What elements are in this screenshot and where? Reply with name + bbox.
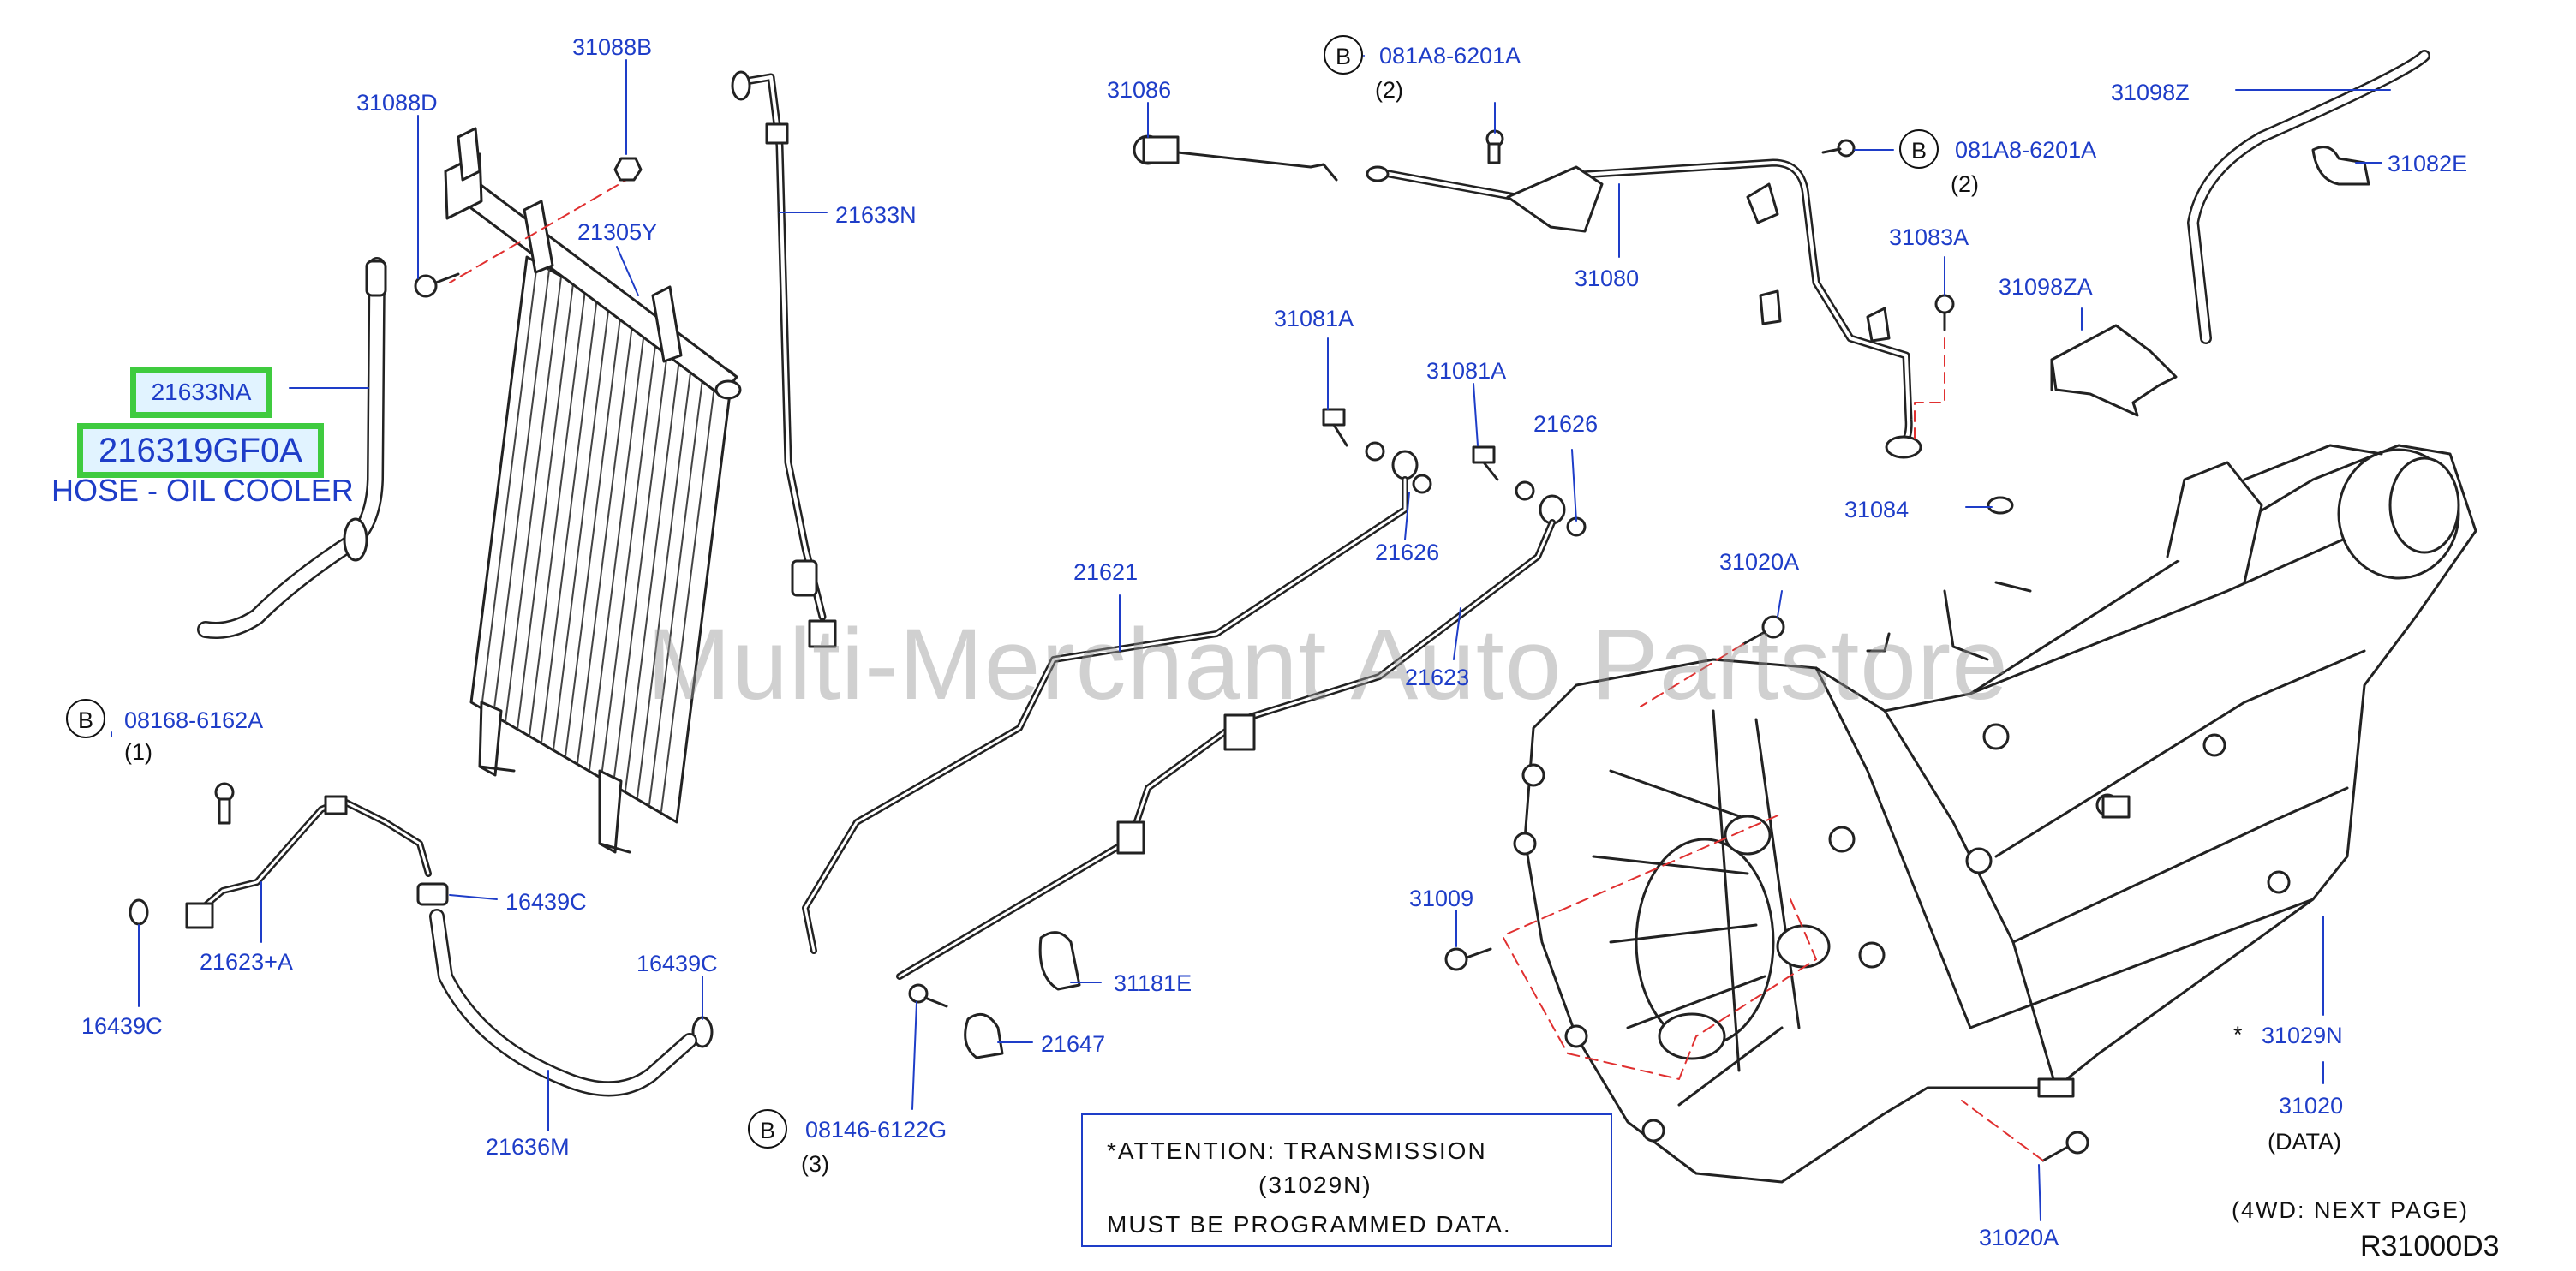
next-page-note: (4WD: NEXT PAGE)	[2232, 1197, 2470, 1223]
circle-b-marker: B	[1899, 129, 1939, 169]
quantity-label-top: (2)	[1375, 77, 1403, 103]
part-label-21305y[interactable]: 21305Y	[577, 219, 658, 245]
part-label-31081a[interactable]: 31081A	[1274, 306, 1354, 331]
part-label-081a8-6201a-right[interactable]: 081A8-6201A	[1955, 137, 2097, 163]
part-label-16439c[interactable]: 16439C	[505, 889, 587, 915]
part-label-31020a-bottom[interactable]: 31020A	[1979, 1225, 2059, 1250]
transmission-drawing	[1513, 444, 2477, 1184]
quantity-label-1: (1)	[124, 739, 152, 765]
attention-star: *	[2233, 1022, 2243, 1047]
highlighted-part-number[interactable]: 216319GF0A	[77, 423, 324, 478]
part-label-21626[interactable]: 21626	[1375, 540, 1440, 565]
oil-cooler-drawing	[444, 127, 742, 854]
part-label-081a8-6201a-top[interactable]: 081A8-6201A	[1379, 43, 1521, 69]
part-label-21647[interactable]: 21647	[1041, 1031, 1106, 1057]
part-label-31086[interactable]: 31086	[1107, 77, 1172, 103]
part-label-21626[interactable]: 21626	[1533, 411, 1599, 437]
part-label-21633n[interactable]: 21633N	[835, 202, 917, 228]
part-label-31084[interactable]: 31084	[1844, 497, 1910, 522]
quantity-label-3: (3)	[801, 1151, 829, 1177]
oil-cooler-hose-drawing	[197, 257, 387, 639]
part-label-21621[interactable]: 21621	[1073, 559, 1139, 585]
part-label-31029n[interactable]: 31029N	[2262, 1023, 2343, 1048]
part-label-31098z[interactable]: 31098Z	[2111, 80, 2190, 105]
part-label-21623[interactable]: 21623	[1405, 665, 1470, 690]
part-label-16439c[interactable]: 16439C	[637, 951, 718, 976]
part-label-31181e[interactable]: 31181E	[1114, 970, 1192, 996]
part-label-31083a[interactable]: 31083A	[1889, 224, 1969, 250]
part-label-31098za[interactable]: 31098ZA	[1999, 274, 2093, 300]
part-label-21636m[interactable]: 21636M	[486, 1134, 570, 1160]
highlighted-part-code[interactable]: 21633NA	[130, 367, 272, 418]
part-label-31020a-top[interactable]: 31020A	[1719, 549, 1800, 575]
part-description: HOSE - OIL COOLER	[51, 473, 354, 508]
part-label-16439c[interactable]: 16439C	[81, 1013, 163, 1039]
circle-b-marker: B	[748, 1109, 787, 1149]
part-label-08168-6162a[interactable]: 08168-6162A	[124, 707, 264, 733]
attention-box: *ATTENTION: TRANSMISSION (31029N) MUST B…	[1081, 1113, 1612, 1247]
part-label-31080[interactable]: 31080	[1575, 266, 1640, 291]
part-label-31020[interactable]: 31020	[2279, 1093, 2344, 1119]
part-label-31082e[interactable]: 31082E	[2388, 151, 2468, 176]
circle-b-marker: B	[66, 699, 105, 738]
part-label-21623-a[interactable]: 21623+A	[200, 949, 293, 975]
part-label-08146-6122g[interactable]: 08146-6122G	[805, 1117, 947, 1143]
attention-line-2: (31029N)	[1258, 1172, 1372, 1198]
data-note: (DATA)	[2268, 1129, 2341, 1155]
watermark: Multi-Merchant Auto Partstore	[647, 608, 2009, 721]
part-label-31081a[interactable]: 31081A	[1426, 358, 1507, 384]
attention-line-1: *ATTENTION: TRANSMISSION	[1107, 1137, 1487, 1164]
part-label-31088b[interactable]: 31088B	[572, 34, 653, 60]
part-label-31009[interactable]: 31009	[1409, 886, 1474, 911]
quantity-label-right: (2)	[1951, 171, 1979, 197]
circle-b-marker: B	[1324, 35, 1363, 75]
part-label-31088d[interactable]: 31088D	[356, 90, 438, 116]
attention-line-3: MUST BE PROGRAMMED DATA.	[1107, 1211, 1512, 1238]
diagram-reference-code: R31000D3	[2360, 1230, 2500, 1262]
